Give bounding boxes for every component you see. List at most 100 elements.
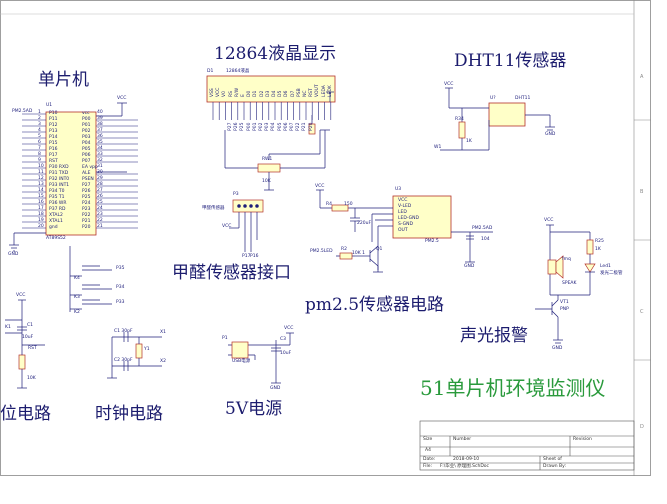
clock-c1: C1 30pF [114,329,133,334]
lcd-net-label: P25 [240,122,246,131]
alarm-buzzer-ref: fmq [562,257,571,262]
lcd-pin-label: VSS [210,88,215,97]
mcu-pin-label-left: P13 [49,129,58,134]
mcu-pin-label-left: P33 INT1 [49,183,70,188]
dht-resistor-ref: R34 [455,117,464,122]
pm-q1-ref: Q1 [376,247,383,252]
lcd-net-label: P00 [246,122,252,131]
pm-r4-value: 150 [344,202,353,207]
lcd-pin-label: R/W [234,87,240,97]
power-vcc: VCC [284,326,294,331]
zone-a: A [640,74,644,80]
mcu-pin-number-left: 5 [38,134,41,139]
title-reset: 位电路 [0,404,51,424]
mcu-pin-number-right: 40 [97,110,103,115]
power-usb: USB电源 [232,359,251,364]
mcu-pin-number-left: 16 [38,200,44,205]
lcd-pin-label: LEDK [327,85,333,97]
mcu-gnd-label: GND [8,252,19,257]
mcu-ref: U1 [46,103,53,108]
lcd-pin-label: D1 [253,90,259,97]
u3-pin-label: LED [398,210,407,215]
reset-circuit [5,299,45,389]
u3-part: PM2.5 [425,239,439,244]
lcd-pin-label: PSB [296,88,302,97]
dht11-sensor [488,102,526,127]
mcu-pin-number-left: 15 [38,194,44,199]
title-block [419,420,635,471]
mcu-pin-label-left: XTAL2 [49,213,63,218]
mcu-pin-number-left: 1 [38,110,41,115]
power-c3: C3 [280,337,287,342]
mcu-vcc-label: VCC [117,96,127,101]
mcu-pin-label-left: P10 [49,111,58,116]
mcu-pin-number-right: 35 [97,140,103,145]
dht11-wires [440,87,555,151]
mcu-pin-label-left: P32 INT0 [49,177,70,182]
u3-pin-label: LED-GND [398,216,419,221]
mcu-pin-number-left: 13 [38,182,44,187]
lcd-net-label: P26 [234,122,240,131]
alarm-vt1-ref: VT1 [560,300,569,305]
formaldehyde-header [229,199,264,252]
mcu-part: AT89S52 [46,236,66,241]
power-c3-value: 10uF [280,351,292,356]
mcu-pin-label-right: P06 [82,153,91,158]
tb-drawn-by: Drawn By: [543,464,566,469]
pm-vcc: VCC [315,184,325,189]
mcu-pin-number-right: 23 [97,212,103,217]
pm-led-net: PM2.5LED [310,249,333,254]
lcd-pin-label: D5 [278,90,284,97]
lcd-pin-label: RST [309,88,315,97]
power-p1: P1 [222,336,228,341]
zone-b: B [640,189,644,195]
mcu-pin-number-left: 10 [38,164,44,169]
lcd-net-label: P01 [252,122,258,131]
lcd-part: 12864液晶 [226,69,250,74]
mcu-pin-label-left: P11 [49,117,58,122]
mcu-pin-label-right: P04 [82,141,91,146]
zone-c: C [640,309,644,315]
mcu-pin-label-right: vcc [82,111,90,116]
title-alarm: 声光报警 [460,326,528,346]
lcd-pin-label: V0 [222,91,228,97]
mcu-pin-label-left: RST [49,159,58,164]
mcu-pin-number-right: 38 [97,122,103,127]
reset-c1: C1 [27,323,34,328]
mcu-pin-label-right: P21 [82,219,91,224]
alarm-led-ref: Led1 [600,264,611,269]
mcu-pin-number-left: 17 [38,206,44,211]
lcd-pin-label: NC [303,90,308,97]
lcd-net-label: P22 [296,122,302,131]
mcu-pin-number-left: 9 [38,158,41,163]
key-switches [69,246,112,312]
mcu-pin-number-right: 30 [97,170,103,175]
pm-r2-value: 10K 1 [352,251,365,256]
alarm-led-part: 发光二极管 [600,271,623,276]
mcu-pin-number-right: 24 [97,206,103,211]
mcu-net-pm25: PM2.5AD [12,109,33,114]
lcd-ref: D1 [207,69,214,74]
power-circuit [228,332,294,384]
mcu-pin-label-left: gnd [49,225,58,230]
lcd-pin-label: E [241,94,246,97]
reset-c1-value: 10uF [22,335,34,340]
mcu-pin-number-left: 12 [38,176,44,181]
power-gnd: GND [270,386,281,391]
mcu-pin-label-left: XTAL1 [49,219,63,224]
mcu-pin-number-right: 37 [97,128,103,133]
reset-r-value: 10K [27,376,36,381]
mcu-pin-label-right: P20 [82,225,91,230]
tb-date-label: Date: [423,457,436,462]
mcu-pin-number-right: 21 [97,224,103,229]
mcu-left-wires [22,113,46,229]
title-pm25: pm2.5传感器电路 [305,295,445,315]
mcu-pin-number-right: 25 [97,200,103,205]
lcd-pin-label: LEDA [321,85,327,97]
pm25-wires [316,189,493,273]
mcu-pin-number-left: 18 [38,212,44,217]
zone-d: D [640,424,644,430]
mcu-pin-number-right: 31 [97,164,103,169]
lcd-net-label: P27 [228,122,233,131]
tb-file-label: File: [423,464,433,469]
